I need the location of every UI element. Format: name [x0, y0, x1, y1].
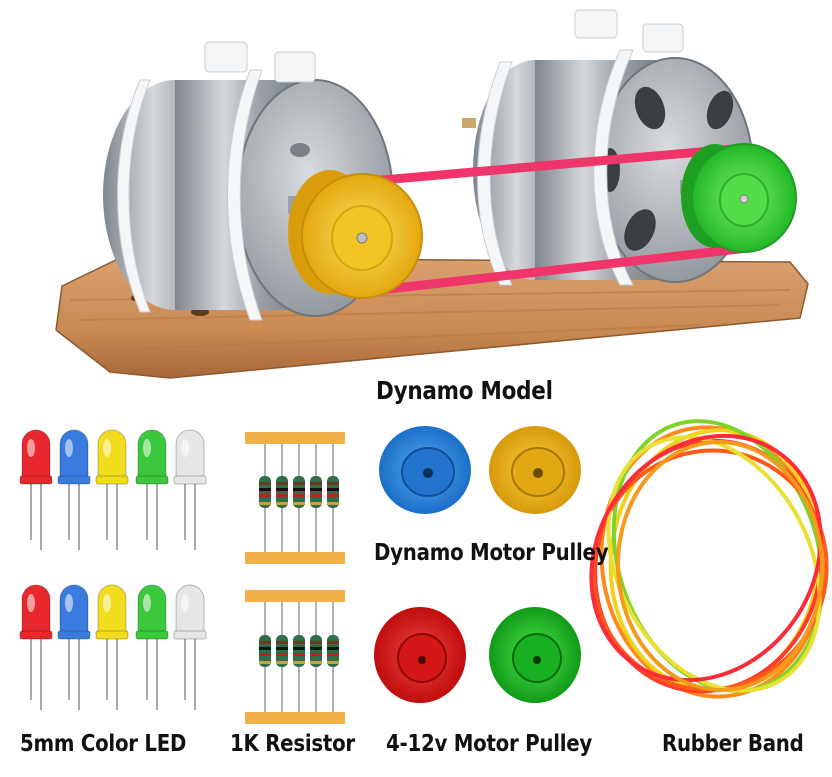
led-yellow: [95, 429, 129, 550]
product-title: Dynamo Model: [376, 376, 553, 405]
yellow-pulley: [288, 170, 423, 299]
red-pulley: [374, 607, 466, 703]
led-blue: [57, 429, 91, 550]
dynamo-pulley-label: Dynamo Motor Pulley: [374, 540, 609, 566]
dynamo-model: [55, 9, 809, 379]
motor-pulley-label: 4-12v Motor Pulley: [386, 731, 593, 757]
resistor-label: 1K Resistor: [230, 731, 355, 757]
resistor-set: [245, 432, 345, 724]
yellow-dynamo-pulley: [489, 426, 581, 514]
pink-belt-bottom: [357, 243, 753, 297]
rubber-band-label: Rubber Band: [662, 731, 804, 757]
led-white: [173, 429, 207, 550]
blue-pulley: [379, 426, 471, 514]
led-set: [19, 429, 207, 710]
led-yellow: [95, 584, 129, 710]
led-red: [19, 584, 53, 710]
green-motor-pulley: [489, 607, 581, 703]
led-red: [19, 429, 53, 550]
rubber-band-bundle: [589, 419, 829, 699]
led-label: 5mm Color LED: [20, 731, 187, 757]
pink-belt-top: [355, 143, 750, 187]
led-green: [135, 429, 169, 550]
led-white: [173, 584, 207, 710]
led-blue: [57, 584, 91, 710]
led-green: [135, 584, 169, 710]
resistor-strip: [245, 432, 345, 564]
resistor-strip: [245, 590, 345, 724]
green-pulley: [681, 143, 797, 253]
